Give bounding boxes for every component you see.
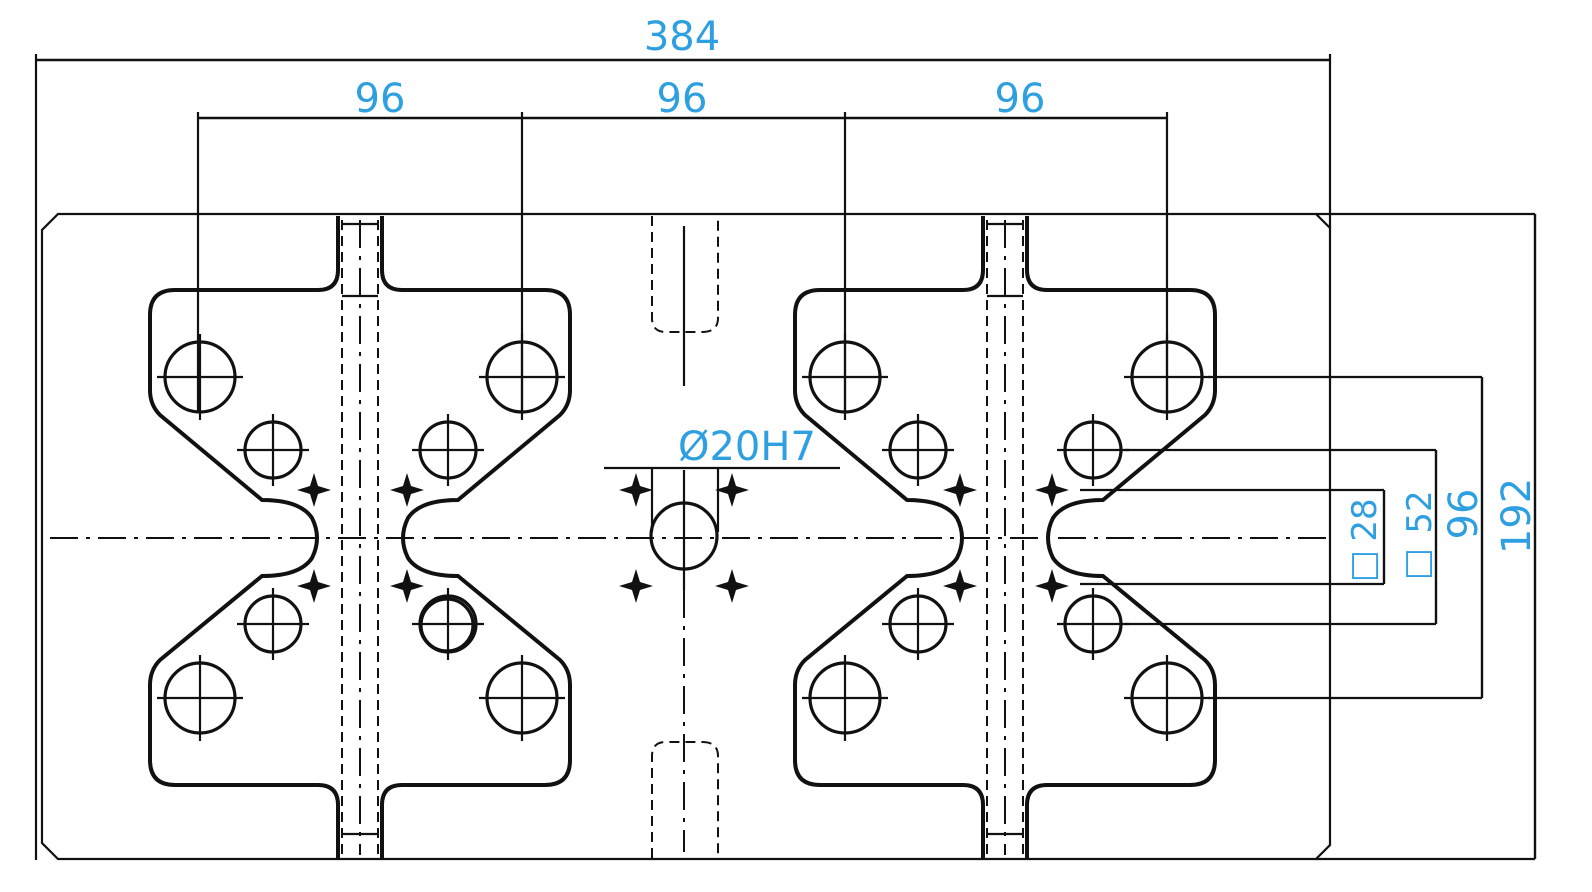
- thread-marker: [1035, 473, 1069, 507]
- hole-crosshair: [802, 655, 888, 741]
- hole-crosshair: [882, 414, 954, 486]
- hole-crosshair: [1124, 655, 1210, 741]
- hole-crosshair: [1057, 588, 1129, 660]
- thread-marker: [390, 569, 424, 603]
- dim-192-label: 192: [1494, 478, 1540, 554]
- dim-96-label-2: 96: [657, 76, 708, 122]
- thread-marker: [943, 473, 977, 507]
- right-pocket-contour: [793, 216, 1217, 858]
- dim-384-label: 384: [644, 14, 720, 60]
- thread-marker: [619, 569, 653, 603]
- hole-crosshair: [1057, 414, 1129, 486]
- hole-crosshair: [412, 414, 484, 486]
- thread-marker: [390, 473, 424, 507]
- dim-28-label: 28: [1345, 498, 1385, 541]
- bottom-center-slot: [651, 741, 719, 858]
- thread-marker: [715, 569, 749, 603]
- left-pocket-contour: [148, 216, 572, 858]
- hole-crosshair: [479, 655, 565, 741]
- right-dimensions: 192 96 52 □ 28 □: [1080, 214, 1540, 859]
- hole-crosshair: [157, 334, 243, 420]
- center-features: [604, 216, 840, 858]
- top-center-slot: [651, 216, 719, 333]
- hole-crosshair: [237, 414, 309, 486]
- thread-markers: [297, 473, 1069, 603]
- dim-52-square-symbol: □: [1397, 548, 1437, 580]
- thread-marker: [715, 473, 749, 507]
- dim-28-square-symbol: □: [1343, 550, 1383, 582]
- bore-label: Ø20H7: [678, 424, 816, 470]
- top-dimensions: 384 96 96 96 Ø20H7: [34, 14, 1332, 860]
- dim-96v-label: 96: [1441, 489, 1487, 540]
- thread-marker: [297, 569, 331, 603]
- thread-marker: [1035, 569, 1069, 603]
- thread-marker: [943, 569, 977, 603]
- plate-outline: [40, 212, 1332, 861]
- hole-crosshair: [157, 655, 243, 741]
- dim-52-label: 52: [1400, 490, 1440, 533]
- hole-crosshair: [237, 588, 309, 660]
- thread-marker: [297, 473, 331, 507]
- dim-96-label-3: 96: [995, 76, 1046, 122]
- dim-96-label-1: 96: [355, 76, 406, 122]
- hole-crosshair: [882, 588, 954, 660]
- thread-marker: [619, 473, 653, 507]
- hole-crosshair: [412, 588, 484, 660]
